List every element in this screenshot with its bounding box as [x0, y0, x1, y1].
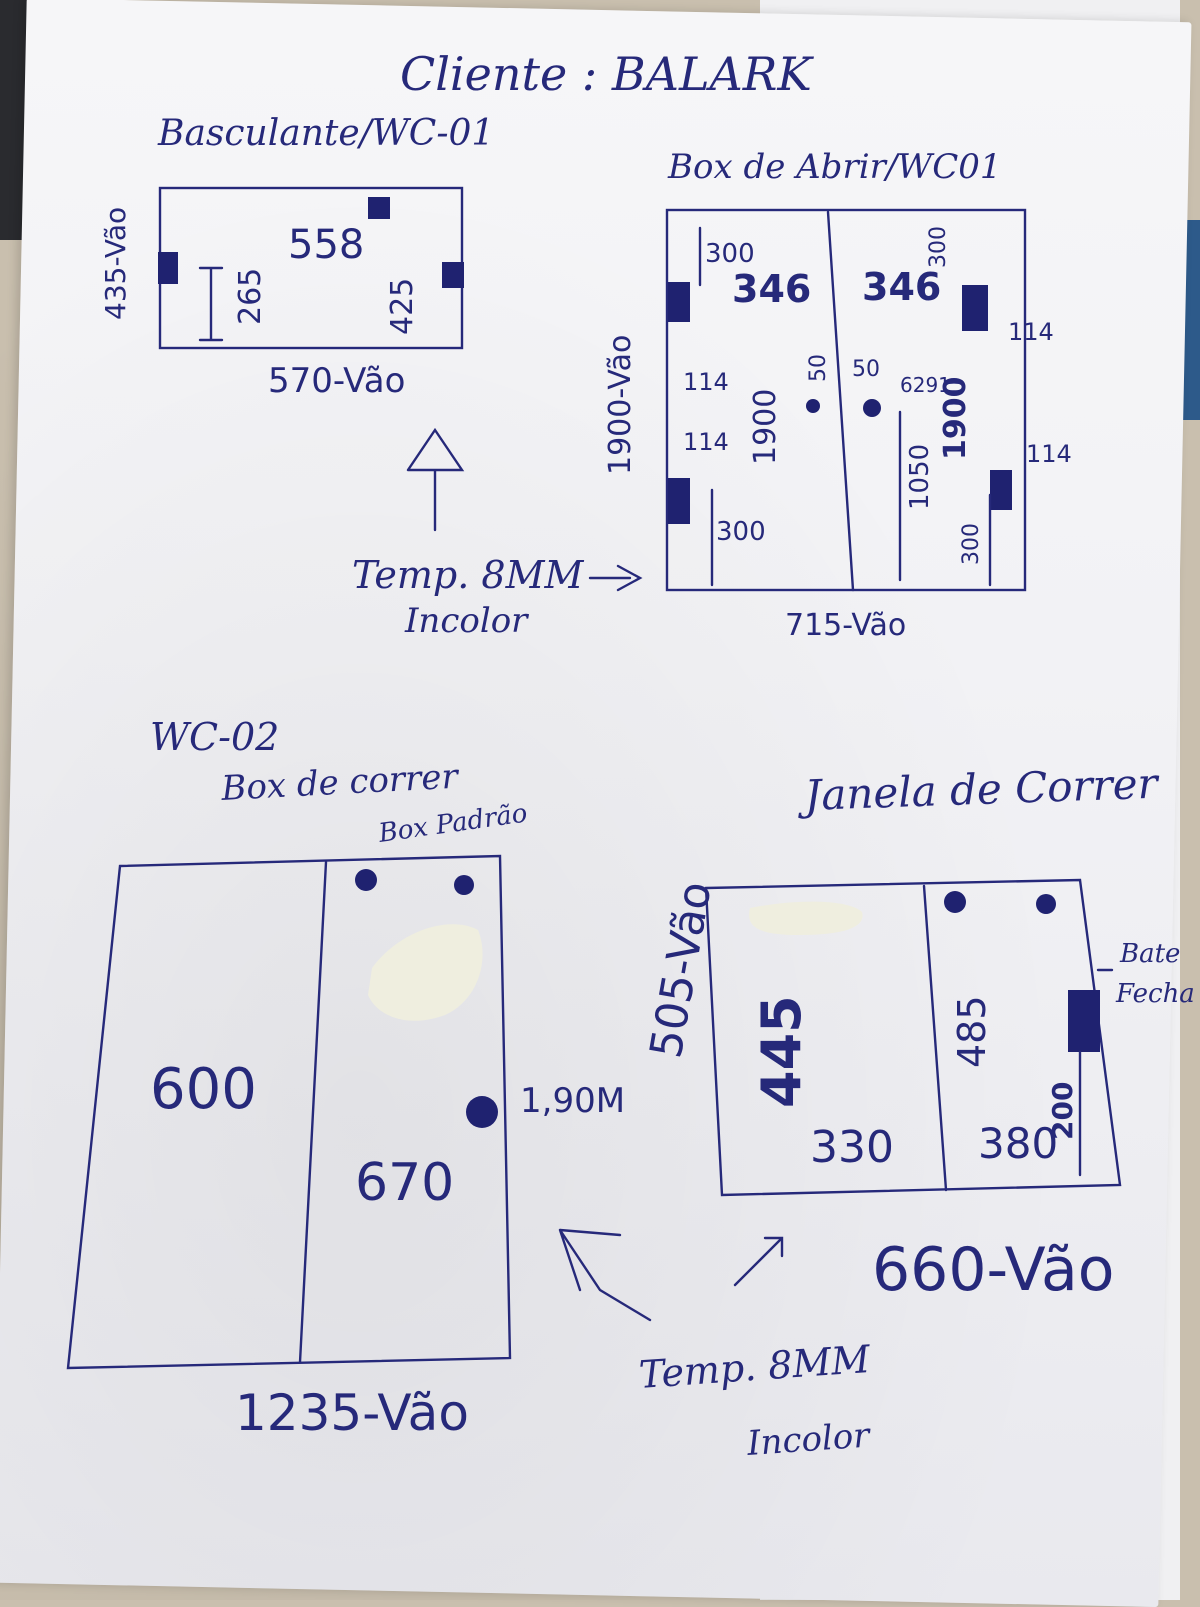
- box-abrir-handle-left: [806, 399, 820, 413]
- wc02-panel-left: 600: [150, 1057, 257, 1122]
- basculante-hinge-right: [442, 262, 464, 288]
- box-abrir-hinge-top-offset-right: 300: [926, 226, 951, 268]
- janela-lock-label-1: Bate: [1119, 939, 1180, 969]
- box-abrir-hinge-right-bottom: [990, 470, 1012, 510]
- box-abrir-hinge-top-offset-left: 300: [705, 239, 755, 269]
- client-header: Cliente : BALARK: [400, 47, 814, 101]
- wc02-panel-right: 670: [355, 1153, 454, 1213]
- box-abrir-divider: [826, 210, 855, 592]
- box-abrir-hinge-114-a: 114: [683, 368, 729, 396]
- box-abrir-panel-right: 346: [862, 265, 941, 309]
- box-abrir-height-right: 1900: [938, 377, 973, 461]
- basculante-hinge-top: [368, 197, 390, 219]
- box-abrir-panel-left: 346: [732, 267, 811, 311]
- wc02-roller-2: [454, 875, 474, 895]
- wc02-roller-1: [355, 869, 377, 891]
- wc02-correction-blot: [368, 924, 483, 1021]
- box-abrir-height-vao: 1900-Vão: [603, 335, 638, 475]
- basculante-arrow: [406, 427, 465, 532]
- basculante-height-vao: 435-Vão: [99, 207, 132, 320]
- janela-height-left: 445: [750, 995, 813, 1108]
- janela-divider: [922, 884, 948, 1192]
- box-abrir-handle-50-right: 50: [852, 357, 880, 382]
- note-bottom-arrow-right: [733, 1236, 784, 1287]
- note-top-line1: Temp. 8MM: [352, 553, 584, 597]
- box-abrir-handle-right: [863, 399, 881, 417]
- wc02-divider: [298, 860, 328, 1364]
- basculante-section: Basculante/WC-01 435-Vão 265 558 425 570…: [99, 113, 494, 532]
- wc02-frame: [66, 854, 512, 1370]
- box-abrir-frame: [665, 208, 1027, 592]
- box-abrir-hinge-114-d: 114: [1026, 440, 1072, 468]
- janela-lock-label-2: Fecha: [1115, 979, 1195, 1009]
- box-abrir-width-vao: 715-Vão: [785, 608, 906, 643]
- basculante-inner-height-left: 265: [233, 268, 268, 325]
- basculante-hinge-left: [158, 252, 178, 284]
- janela-lock: [1068, 990, 1100, 1052]
- wc02-height-value: 1,90M: [520, 1081, 625, 1121]
- janela-roller-2: [1036, 894, 1056, 914]
- basculante-width-vao: 570-Vão: [268, 361, 405, 401]
- box-abrir-hinge-114-c: 114: [1008, 318, 1054, 346]
- note-top-line2: Incolor: [404, 601, 529, 641]
- janela-width-vao: 660-Vão: [872, 1235, 1115, 1305]
- note-top-arrow: [588, 564, 643, 592]
- box-abrir-handle-height: 1050: [905, 444, 935, 510]
- janela-correction-blot: [749, 901, 863, 935]
- wc02-subtitle: Box de correr: [219, 757, 460, 809]
- box-abrir-hinge-left-top: [668, 282, 690, 322]
- box-abrir-title: Box de Abrir/WC01: [667, 147, 1002, 187]
- basculante-inner-width: 558: [288, 222, 364, 268]
- wc02-handle: [466, 1096, 498, 1128]
- janela-roller-1: [944, 891, 966, 913]
- janela-frame: [704, 878, 1122, 1197]
- note-bottom: Temp. 8MM Incolor: [558, 1228, 873, 1464]
- wc02-title: WC-02: [150, 715, 279, 759]
- box-abrir-section: Box de Abrir/WC01 1900-Vão 300 300 346 3…: [603, 147, 1072, 643]
- wc02-subtitle2: Box Padrão: [376, 798, 529, 849]
- box-abrir-handle-50-left: 50: [806, 354, 831, 382]
- wc02-width-vao: 1235-Vão: [235, 1384, 469, 1442]
- box-abrir-hinge-left-bottom: [668, 478, 690, 524]
- basculante-dimension-line: [198, 266, 224, 342]
- janela-panel-left: 330: [810, 1122, 894, 1173]
- note-bottom-arrow-left: [558, 1228, 652, 1322]
- janela-panel-right: 380: [978, 1119, 1058, 1168]
- basculante-inner-height-right: 425: [385, 278, 420, 335]
- note-bottom-line2: Incolor: [745, 1415, 873, 1464]
- box-abrir-hinge-bottom-offset-left: 300: [716, 517, 766, 547]
- box-abrir-handle-code: 6291: [900, 373, 951, 397]
- note-bottom-line1: Temp. 8MM: [638, 1337, 873, 1397]
- note-top: Temp. 8MM Incolor: [352, 553, 643, 641]
- wc02-section: WC-02 Box de correr Box Padrão 600 670 1…: [66, 715, 625, 1442]
- janela-bottom-offset: 200: [1046, 1082, 1079, 1140]
- box-abrir-height-left: 1900: [748, 389, 783, 465]
- box-abrir-hinge-114-b: 114: [683, 428, 729, 456]
- janela-title: Janela de Correr: [796, 759, 1162, 821]
- janela-height-right: 485: [950, 995, 994, 1068]
- box-abrir-hinge-bottom-offset-right: 300: [959, 523, 984, 565]
- box-abrir-hinge-right-top: [962, 285, 988, 331]
- janela-section: Janela de Correr 505-Vão 445 485 330 380…: [641, 759, 1195, 1305]
- basculante-title: Basculante/WC-01: [157, 113, 494, 154]
